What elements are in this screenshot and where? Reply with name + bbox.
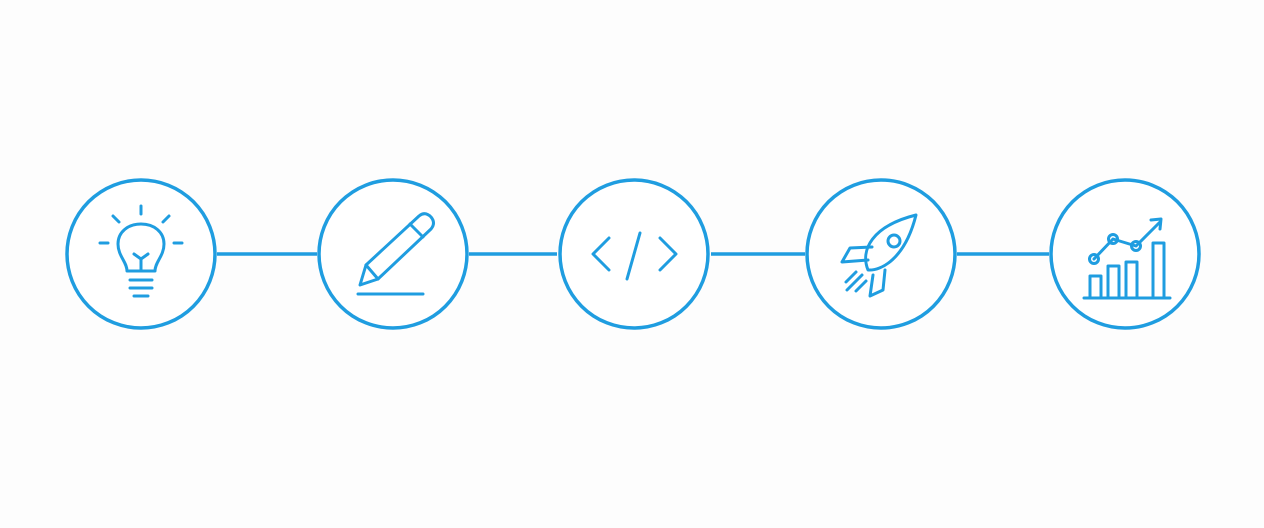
step-growth [1049, 178, 1201, 330]
step-design [317, 178, 469, 330]
rocket-icon [840, 213, 918, 298]
step-circle [65, 178, 217, 330]
step-launch [805, 178, 957, 330]
step-development [558, 178, 710, 330]
pencil-icon [356, 212, 435, 296]
lightbulb-icon [98, 204, 184, 298]
growth-chart-icon [1082, 217, 1172, 300]
step-ideation [65, 178, 217, 330]
step-circle [317, 178, 469, 330]
step-circle [805, 178, 957, 330]
code-icon [591, 231, 678, 281]
step-circle [1049, 178, 1201, 330]
